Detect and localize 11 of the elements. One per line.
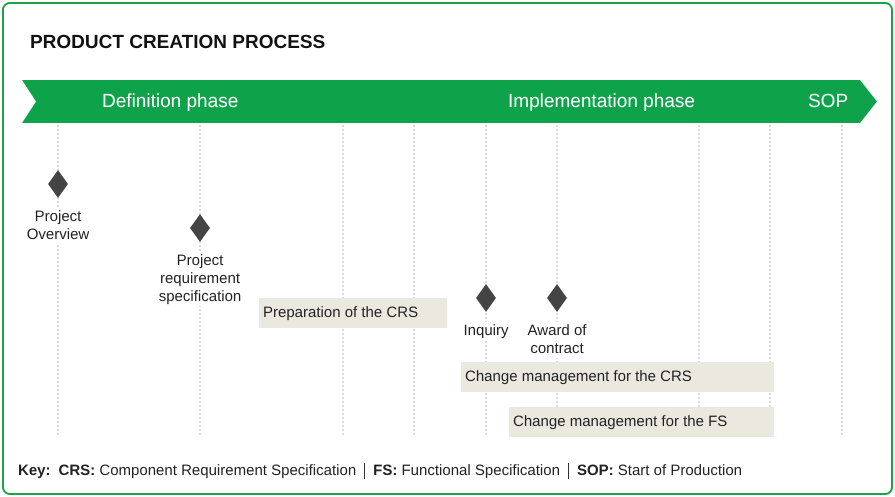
phase-label: Implementation phase xyxy=(508,91,695,113)
key-entry: FS: Functional Specification xyxy=(373,462,560,479)
key-heading: Key: xyxy=(18,462,51,479)
phase-label: SOP xyxy=(808,91,848,113)
phase-label: Definition phase xyxy=(102,91,238,113)
activity-bar: Change management for the FS xyxy=(509,407,774,437)
diagram-title: PRODUCT CREATION PROCESS xyxy=(30,32,326,54)
activity-bar: Change management for the CRS xyxy=(461,362,774,392)
activity-bar: Preparation of the CRS xyxy=(259,298,447,328)
key-entry: SOP: Start of Production xyxy=(576,462,742,479)
key-entry: CRS: Component Requirement Specification xyxy=(58,462,356,479)
